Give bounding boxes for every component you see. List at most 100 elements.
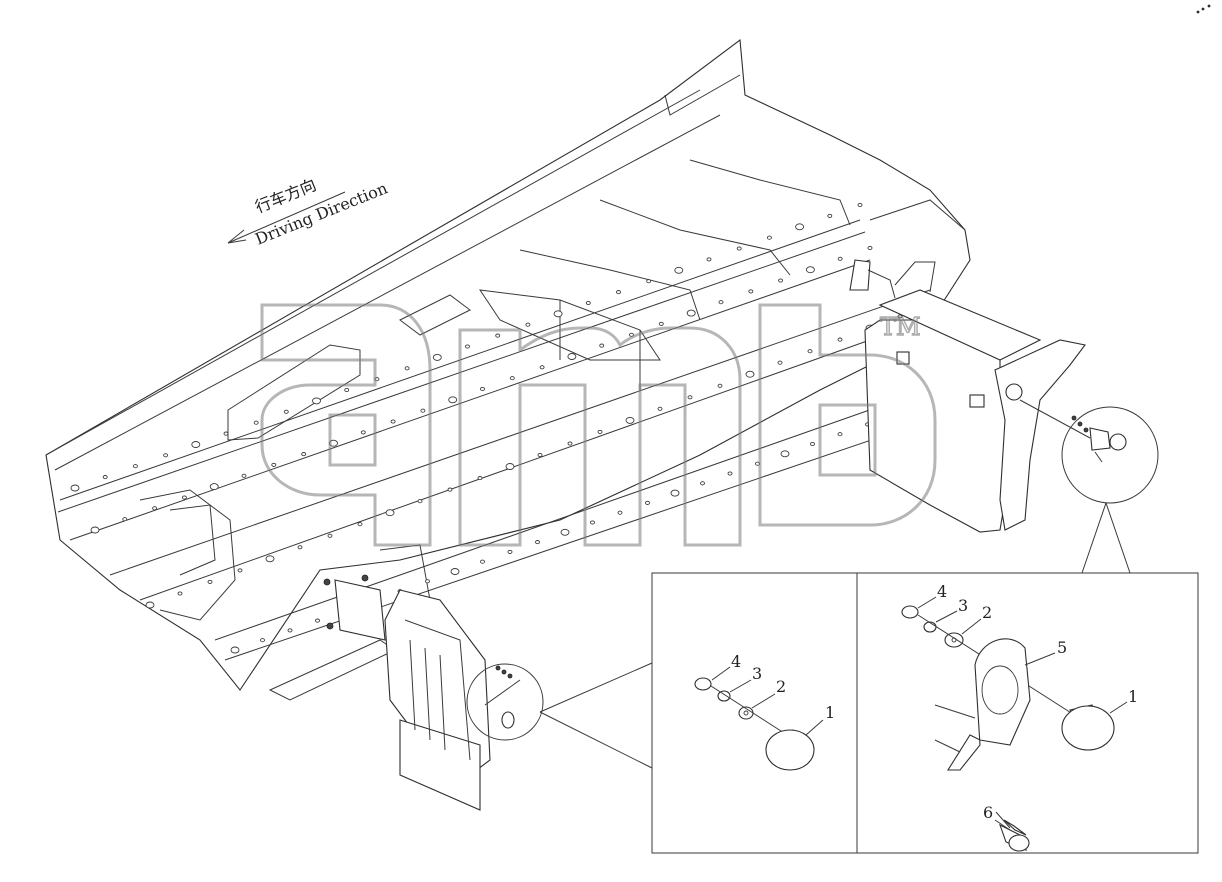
rivet-hole: [560, 528, 570, 536]
rivet-hole: [778, 278, 784, 283]
callout-3: 3: [958, 596, 968, 615]
rivet-hole: [658, 321, 664, 326]
callout-6: 6: [983, 803, 993, 822]
nut-part: [694, 677, 712, 691]
rivet-hole: [686, 309, 696, 317]
detail-callout-circles: [466, 406, 1159, 769]
rivet-hole: [867, 245, 873, 251]
rivet-hole: [480, 386, 485, 392]
rivet-hole: [385, 509, 395, 517]
rivet-hole: [357, 522, 363, 527]
rivet-hole: [535, 540, 540, 545]
rivet-hole: [766, 235, 772, 240]
rivet-hole: [616, 290, 621, 295]
rivet-hole: [152, 506, 158, 511]
rivet-hole: [837, 337, 843, 342]
bracket-part: [934, 638, 1031, 771]
callout-2: 2: [776, 677, 786, 696]
driving-direction-indicator: 行车方向 Driving Direction: [227, 175, 390, 249]
direction-label-english: Driving Direction: [252, 178, 390, 248]
rivet-hole: [567, 441, 573, 446]
rivet-hole: [717, 383, 723, 388]
rivet-hole: [687, 395, 693, 400]
rivet-hole: [287, 628, 293, 633]
rivet-hole: [837, 256, 843, 261]
direction-arrow-icon: [227, 229, 247, 244]
rivet-hole: [795, 223, 805, 231]
rivet-hole: [271, 462, 277, 467]
rivet-hole: [265, 555, 275, 563]
rivet-hole: [425, 579, 430, 584]
callout-4: 4: [731, 652, 741, 671]
rivet-hole: [590, 520, 595, 525]
rivet-hole: [448, 396, 458, 404]
rivet-hole: [70, 484, 80, 492]
rivet-hole: [495, 333, 501, 338]
rivet-hole: [748, 289, 754, 294]
right-mudguard-assembly: [849, 259, 1127, 533]
rivet-hole: [646, 279, 652, 284]
rivet-hole: [837, 432, 843, 437]
rivet-hole: [777, 360, 783, 365]
callout-3: 3: [752, 664, 762, 683]
rivet-hole: [315, 618, 320, 623]
rivet-hole: [617, 510, 623, 515]
rivet-hole: [525, 322, 531, 327]
chassis-frame: [45, 38, 971, 701]
rivet-hole: [780, 450, 790, 458]
rivet-hole: [745, 370, 755, 378]
rivet-hole: [90, 526, 100, 534]
left-mudguard-assembly: [323, 574, 521, 811]
corner-marks: [1196, 4, 1211, 14]
rivet-hole: [465, 344, 470, 349]
rivet-hole: [539, 365, 545, 370]
watermark-logo: TM: [260, 303, 937, 547]
rivet-hole: [706, 257, 712, 262]
bolt-part: [994, 819, 1030, 852]
rivet-hole: [505, 463, 515, 470]
rivet-hole: [507, 549, 513, 554]
rivet-hole: [480, 559, 485, 564]
rivet-hole: [657, 406, 663, 411]
rivet-hole: [857, 202, 863, 208]
rivet-hole: [718, 300, 724, 305]
reflector-part: [765, 729, 815, 771]
rivet-hole: [181, 495, 187, 500]
rivet-hole: [597, 429, 603, 434]
rivet-hole: [645, 500, 650, 505]
rivet-hole: [810, 441, 815, 447]
rivet-hole: [537, 452, 543, 458]
rivet-hole: [360, 430, 366, 435]
callout-numbers-right: 4 3 2 5 1 6: [917, 582, 1138, 829]
rivet-hole: [404, 366, 410, 371]
rivet-hole: [122, 517, 128, 522]
rivet-hole: [191, 441, 201, 448]
callout-1: 1: [1128, 687, 1138, 706]
callout-5: 5: [1057, 638, 1067, 657]
rivet-hole: [447, 487, 453, 492]
rivet-hole: [132, 464, 138, 469]
rivet-hole: [241, 473, 247, 478]
rivet-hole: [253, 420, 259, 425]
rivet-hole: [297, 545, 303, 550]
rivet-hole: [223, 431, 229, 436]
rivet-hole: [897, 314, 903, 319]
callout-1: 1: [825, 703, 835, 722]
rivet-hole: [145, 601, 155, 609]
rivet-hole: [567, 353, 577, 360]
rivet-hole: [807, 349, 813, 354]
reflector-part: [1061, 704, 1115, 751]
rivet-hole: [553, 310, 563, 318]
rivet-hole: [390, 419, 396, 424]
rivet-hole: [827, 213, 833, 218]
rivet-hole: [209, 483, 219, 491]
rivet-hole: [727, 471, 733, 476]
rivet-hole: [237, 568, 243, 573]
rivet-hole: [102, 475, 108, 480]
rivet-hole: [312, 397, 321, 405]
rivet-hole: [327, 533, 333, 538]
rivet-hole: [805, 266, 815, 274]
rivet-hole: [283, 409, 289, 414]
